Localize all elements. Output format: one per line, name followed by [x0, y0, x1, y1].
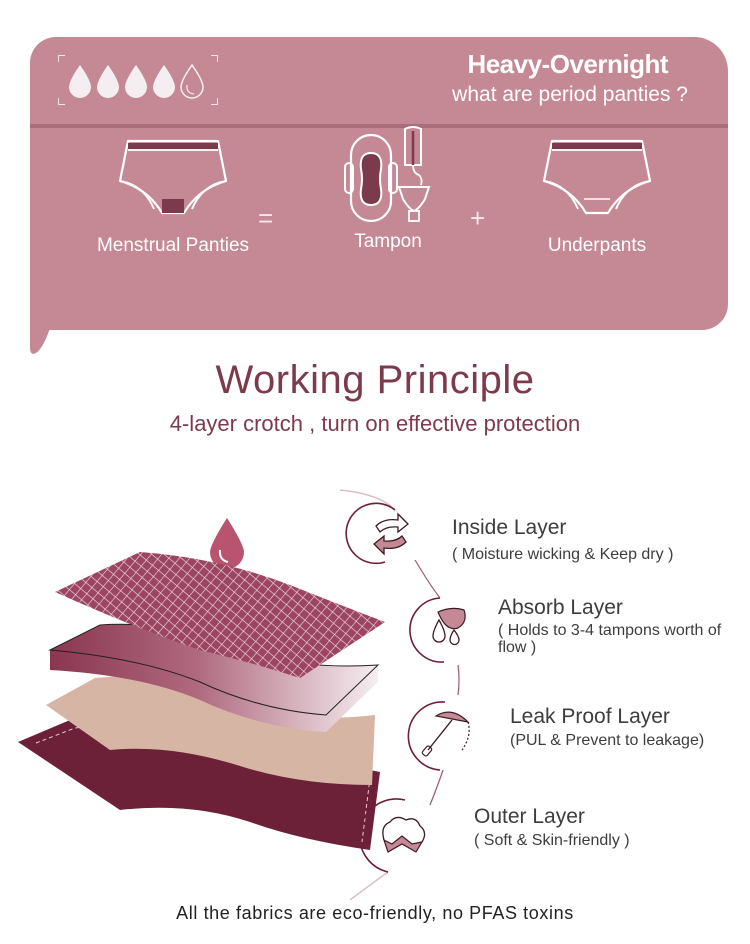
- layer-description: ( Soft & Skin-friendly ): [474, 832, 630, 849]
- banner-title: Heavy-Overnight: [467, 49, 668, 79]
- info-banner: Heavy-Overnight what are period panties …: [30, 37, 728, 330]
- layer-item-outer: Outer Layer ( Soft & Skin-friendly ): [474, 805, 630, 849]
- divider: [30, 124, 728, 128]
- section-title: Working Principle: [215, 358, 535, 402]
- exchange-arrows-icon: [345, 502, 409, 565]
- bracket-corner: [58, 98, 65, 105]
- umbrella-icon: [407, 701, 470, 771]
- layer-name: Outer Layer: [474, 805, 585, 828]
- footer-note: All the fabrics are eco-friendly, no PFA…: [176, 903, 574, 923]
- layer-stack-illustration: [18, 518, 385, 850]
- bracket-corner: [58, 55, 65, 62]
- layer-timeline: [340, 489, 470, 900]
- layer-name: Inside Layer: [452, 516, 567, 539]
- layer-description: ( Moisture wicking & Keep dry ): [452, 546, 674, 563]
- equation-label: Menstrual Panties: [96, 235, 250, 256]
- layer-name: Absorb Layer: [498, 596, 623, 619]
- bracket-corner: [211, 98, 218, 105]
- equation-item-menstrual-panties: Menstrual Panties: [88, 137, 258, 257]
- plus-sign: +: [470, 203, 486, 233]
- equation-item-tampon: Tampon: [328, 126, 448, 253]
- layer-item-absorb: Absorb Layer ( Holds to 3-4 tampons wort…: [498, 596, 738, 656]
- absorbency-indicator: [58, 55, 218, 105]
- droplets-icon: [409, 597, 466, 663]
- layer-item-inside: Inside Layer ( Moisture wicking & Keep d…: [452, 516, 673, 563]
- layer-item-leak-proof: Leak Proof Layer (PUL & Prevent to leaka…: [510, 705, 704, 749]
- panties-with-pad-icon: [118, 139, 228, 215]
- equation-item-underpants: Underpants: [512, 137, 682, 257]
- banner-subtitle: what are period panties ?: [452, 83, 688, 106]
- section-subtitle: 4-layer crotch , turn on effective prote…: [169, 411, 581, 436]
- equation-row: Menstrual Panties = Tampon +: [30, 126, 728, 317]
- pad-tampon-cup-icon: [344, 126, 431, 223]
- equation-label: Tampon: [354, 231, 422, 252]
- water-drop-icon: [69, 63, 204, 99]
- cotton-icon: [358, 798, 426, 873]
- blood-drop-icon: [210, 518, 244, 569]
- underpants-icon: [542, 139, 652, 215]
- layer-name: Leak Proof Layer: [510, 705, 670, 728]
- layer-description: (PUL & Prevent to leakage): [510, 732, 705, 749]
- equals-sign: =: [258, 203, 274, 233]
- bracket-corner: [211, 55, 218, 62]
- layer-description: ( Holds to 3-4 tampons worth of flow ): [498, 622, 722, 656]
- equation-label: Underpants: [547, 235, 647, 256]
